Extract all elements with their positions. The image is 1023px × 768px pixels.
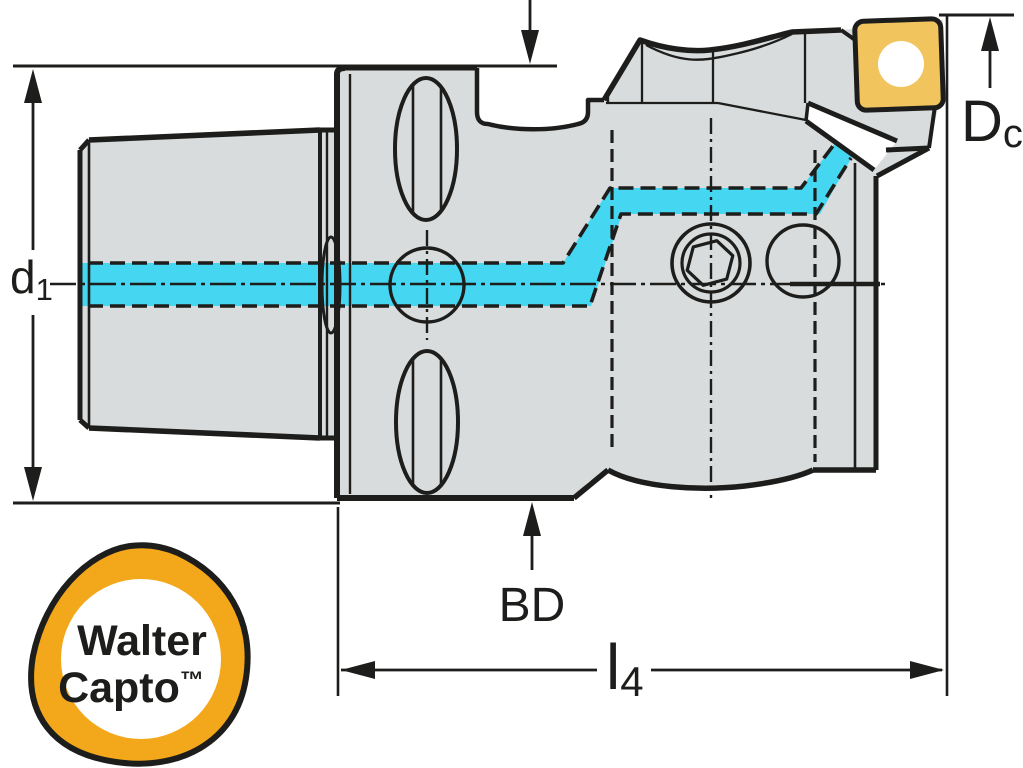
d1-arrow-up xyxy=(24,69,42,103)
body-outlines xyxy=(50,27,937,501)
coolant-channel-borders xyxy=(88,140,853,308)
top-slot-oval xyxy=(393,76,459,222)
l4-label: l4 xyxy=(606,631,644,705)
front-chamfer-edge xyxy=(875,145,931,179)
dc-arrow-up xyxy=(981,17,999,51)
l4-arrow-left xyxy=(341,661,375,679)
dimensions: d1 BD l4 Dc xyxy=(10,0,1023,705)
holder-head-body xyxy=(337,20,943,498)
shank-top-chamfer xyxy=(78,138,91,152)
dim-l4: l4 xyxy=(341,631,944,705)
insert-screw-hole xyxy=(878,41,924,87)
head-top-contour xyxy=(601,27,842,102)
nose-bottom-edge xyxy=(885,145,930,153)
relief-groove xyxy=(474,68,604,132)
dim-bd: BD xyxy=(499,0,566,632)
bd-label: BD xyxy=(499,579,566,632)
trademark-symbol: ™ xyxy=(180,667,204,694)
dim-dc: Dc xyxy=(961,17,1023,156)
bottom-slot-oval xyxy=(394,349,460,495)
shank-top-edge xyxy=(88,127,321,143)
l4-arrow-right xyxy=(910,661,944,679)
coolant-channel xyxy=(80,142,852,306)
coolant-border-bottom xyxy=(88,157,853,308)
dc-label: Dc xyxy=(961,89,1023,156)
notch-upper-edge xyxy=(807,100,898,144)
d1-arrow-down xyxy=(24,467,42,501)
coolant-border-top xyxy=(88,140,838,265)
logo-inner-circle xyxy=(61,579,221,739)
side-hole-circle xyxy=(765,223,841,299)
bottom-dish-inner-line xyxy=(612,471,807,489)
d1-label: d1 xyxy=(10,251,53,307)
notch-lower-edge xyxy=(804,118,876,173)
shank-bottom-edge xyxy=(88,425,321,441)
bd-arrow xyxy=(523,502,541,536)
bottom-step-diagonal xyxy=(572,467,610,501)
clamp-screw-hex-socket xyxy=(685,239,735,287)
pocket-notch-gap xyxy=(806,103,897,170)
crest-inner-curve xyxy=(645,32,793,61)
nose-right-edge xyxy=(927,105,937,149)
logo-text-walter: Walter xyxy=(77,617,207,665)
walter-capto-logo: Walter Capto™ xyxy=(28,542,251,767)
head-shoulder-diagonal xyxy=(717,101,807,122)
cutting-insert xyxy=(852,16,946,113)
notch-left-edge xyxy=(804,102,810,122)
logo-text-capto: Capto™ xyxy=(58,664,204,712)
bd-top-arrow xyxy=(521,30,539,64)
dim-d1: d1 xyxy=(10,69,53,501)
shank-bottom-chamfer xyxy=(78,418,91,430)
